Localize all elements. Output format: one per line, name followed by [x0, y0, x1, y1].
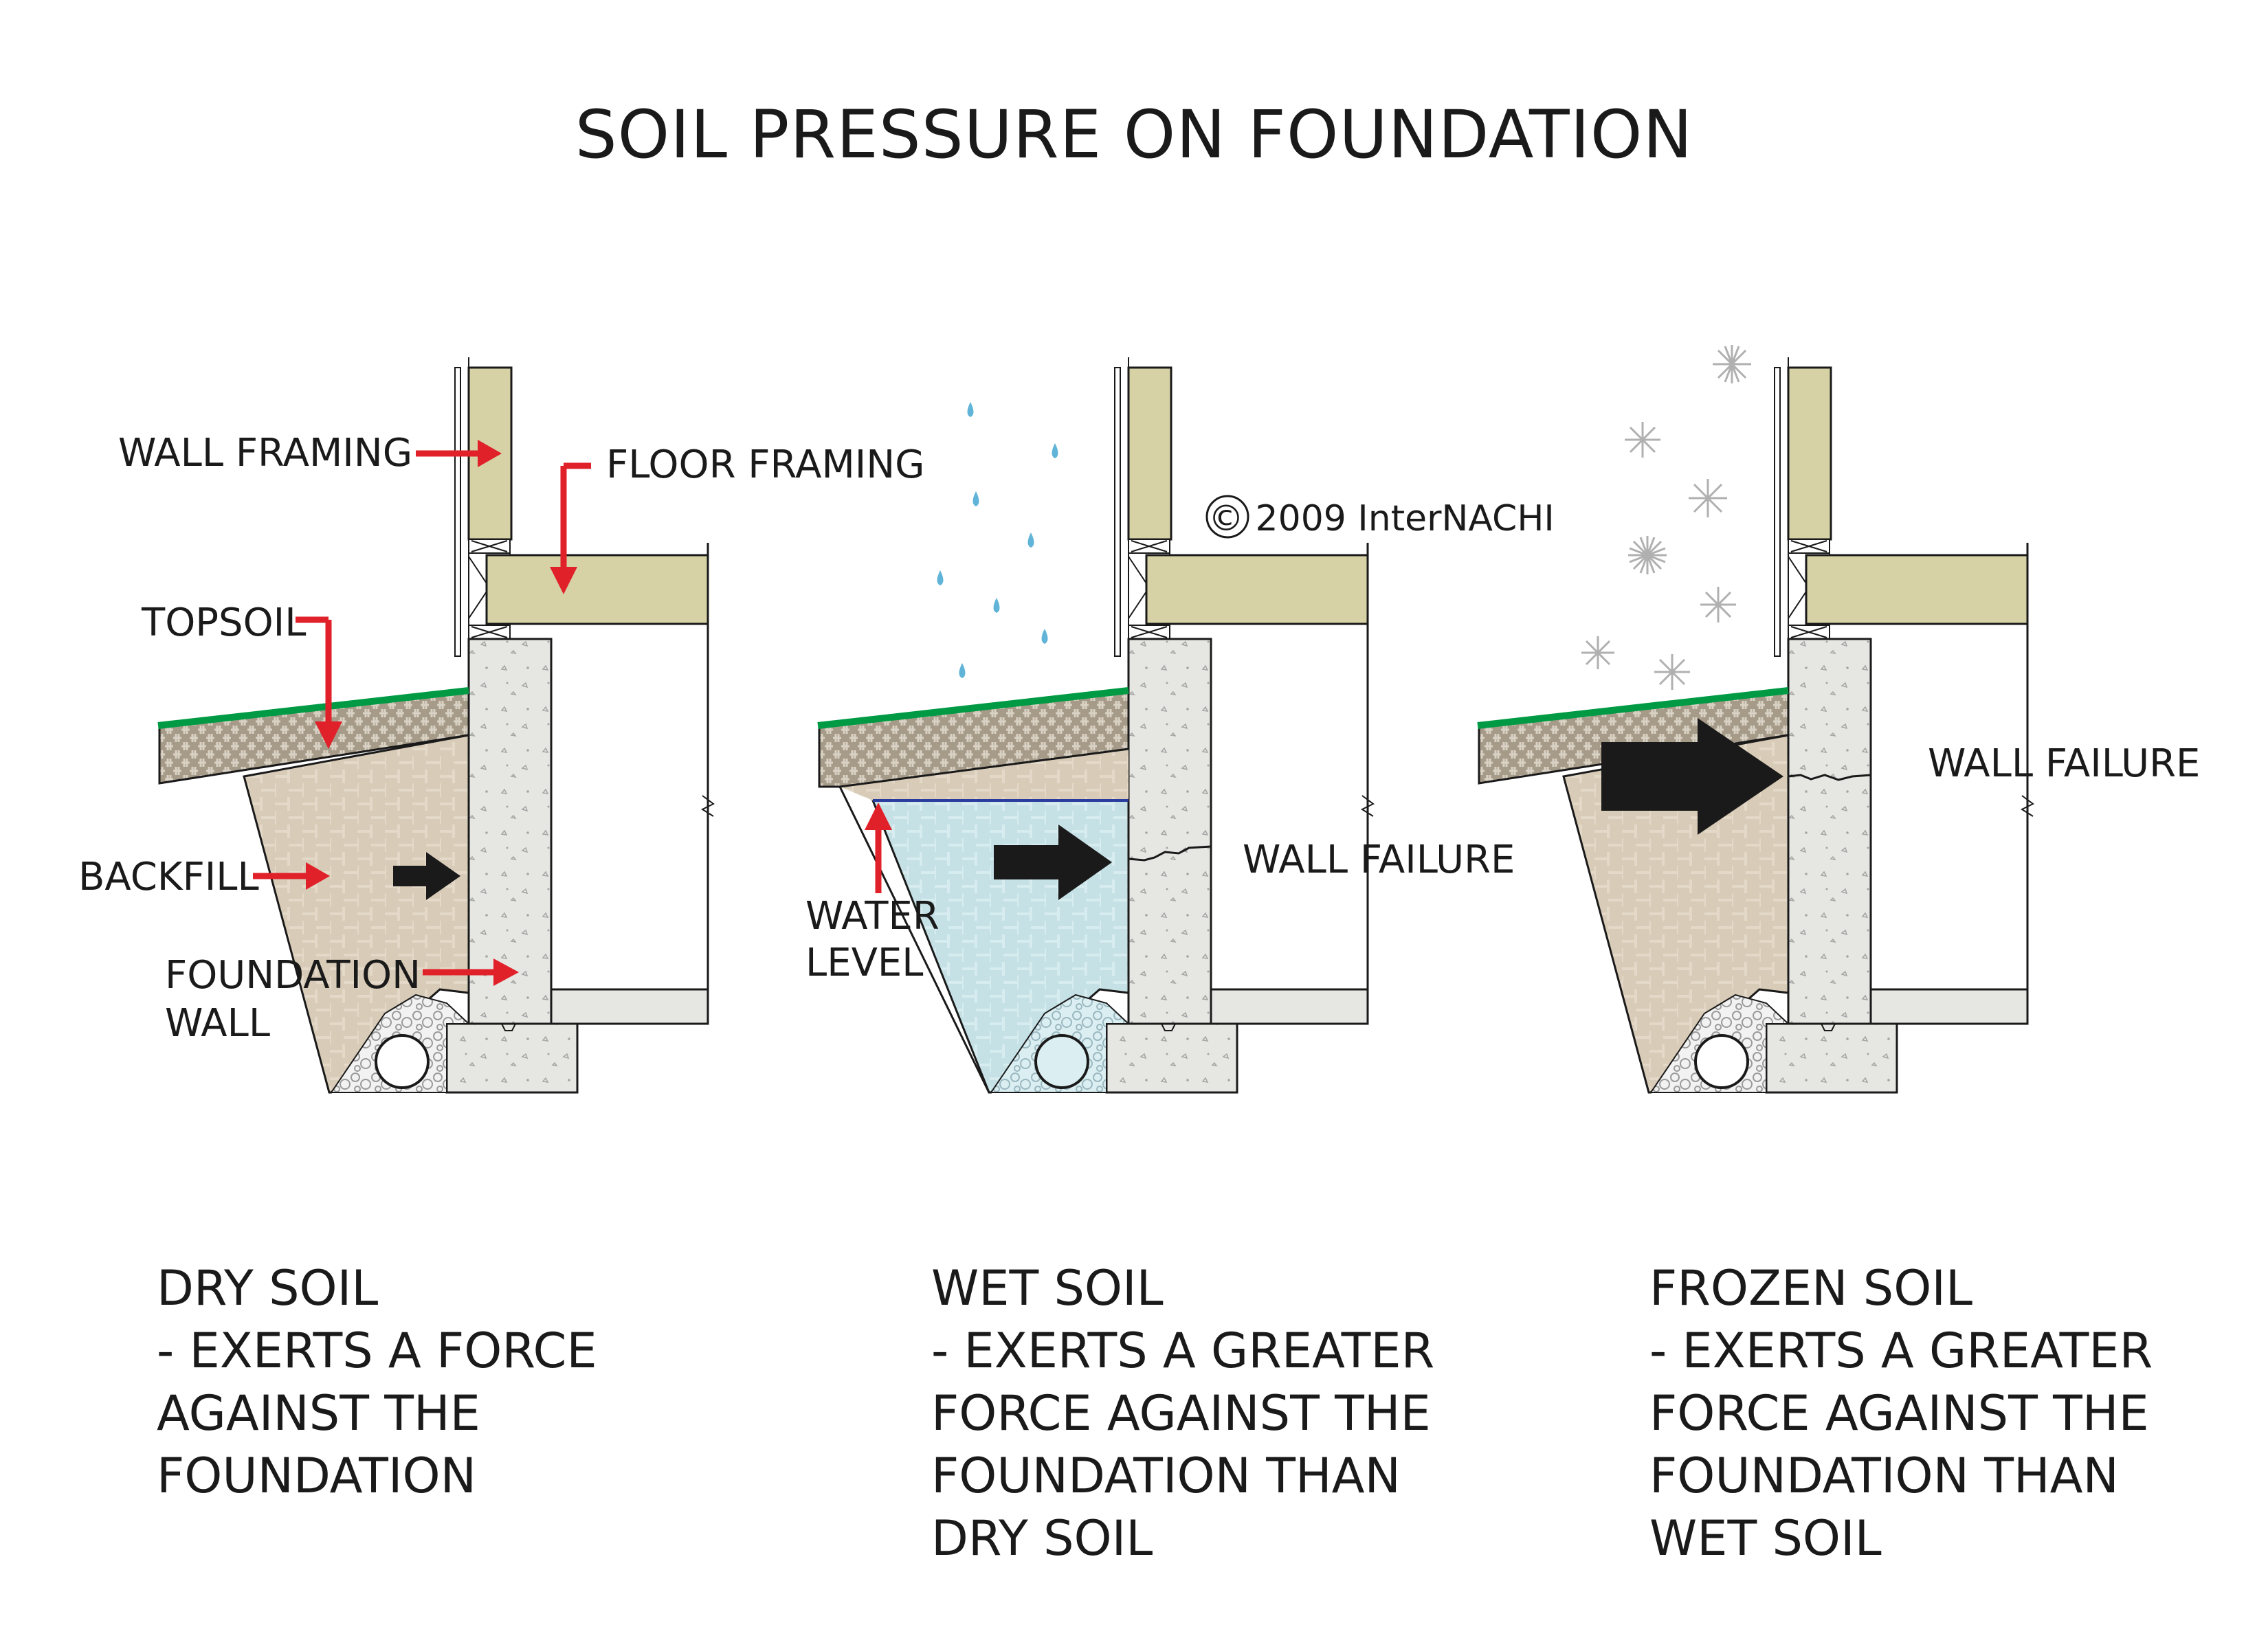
force-arrow-large	[1601, 718, 1783, 835]
dry-soil-panel: WALL FRAMING FLOOR FRAMING TOPSOIL BACKF…	[78, 356, 925, 1094]
caption-line: - EXERTS A FORCE	[157, 1323, 597, 1379]
label-wall-failure-frozen: WALL FAILURE	[1928, 741, 2200, 786]
caption-line: FOUNDATION THAN	[931, 1448, 1401, 1504]
copyright-icon	[1205, 495, 1249, 539]
caption-line: AGAINST THE	[157, 1385, 480, 1442]
label-foundation-wall-2: WALL	[165, 1001, 270, 1046]
label-foundation-wall-1: FOUNDATION	[165, 953, 421, 998]
caption-line: FROZEN SOIL	[1649, 1260, 1972, 1316]
wet-soil-panel: WATER LEVEL WALL FAILURE © 2009 InterNAC…	[805, 356, 1555, 1094]
caption-line: FORCE AGAINST THE	[1649, 1385, 2149, 1442]
label-wall-failure-wet: WALL FAILURE	[1243, 838, 1515, 882]
caption-line: DRY SOIL	[157, 1260, 379, 1316]
caption-frozen: FROZEN SOIL - EXERTS A GREATER FORCE AGA…	[1649, 1257, 2153, 1570]
caption-line: FOUNDATION THAN	[1649, 1448, 2119, 1504]
label-backfill: BACKFILL	[78, 855, 259, 899]
raindrop-icon	[937, 402, 1058, 678]
label-water-level-2: LEVEL	[805, 941, 923, 985]
caption-line: WET SOIL	[931, 1260, 1164, 1316]
force-arrow-medium	[994, 824, 1112, 900]
caption-line: - EXERTS A GREATER	[1649, 1323, 2153, 1379]
caption-line: - EXERTS A GREATER	[931, 1323, 1435, 1379]
label-water-level-1: WATER	[805, 894, 940, 939]
page-title: SOIL PRESSURE ON FOUNDATION	[575, 96, 1693, 173]
copyright-text: © 2009 InterNACHI	[1208, 498, 1555, 539]
frozen-soil-panel: WALL FAILURE	[1477, 345, 2200, 1094]
wall-crack	[1788, 774, 1871, 781]
force-arrow-small	[393, 852, 460, 900]
wall-crack	[1128, 845, 1212, 862]
label-wall-framing: WALL FRAMING	[118, 431, 412, 475]
label-floor-framing: FLOOR FRAMING	[606, 442, 925, 487]
caption-line: DRY SOIL	[931, 1510, 1153, 1567]
caption-line: WET SOIL	[1649, 1510, 1882, 1567]
caption-dry: DRY SOIL - EXERTS A FORCE AGAINST THE FO…	[157, 1257, 597, 1507]
caption-line: FOUNDATION	[157, 1448, 476, 1504]
snowflake-icon	[1581, 345, 1751, 690]
label-topsoil: TOPSOIL	[141, 601, 306, 645]
label-arrows	[253, 440, 591, 986]
caption-line: FORCE AGAINST THE	[931, 1385, 1431, 1442]
caption-wet: WET SOIL - EXERTS A GREATER FORCE AGAINS…	[931, 1257, 1434, 1570]
